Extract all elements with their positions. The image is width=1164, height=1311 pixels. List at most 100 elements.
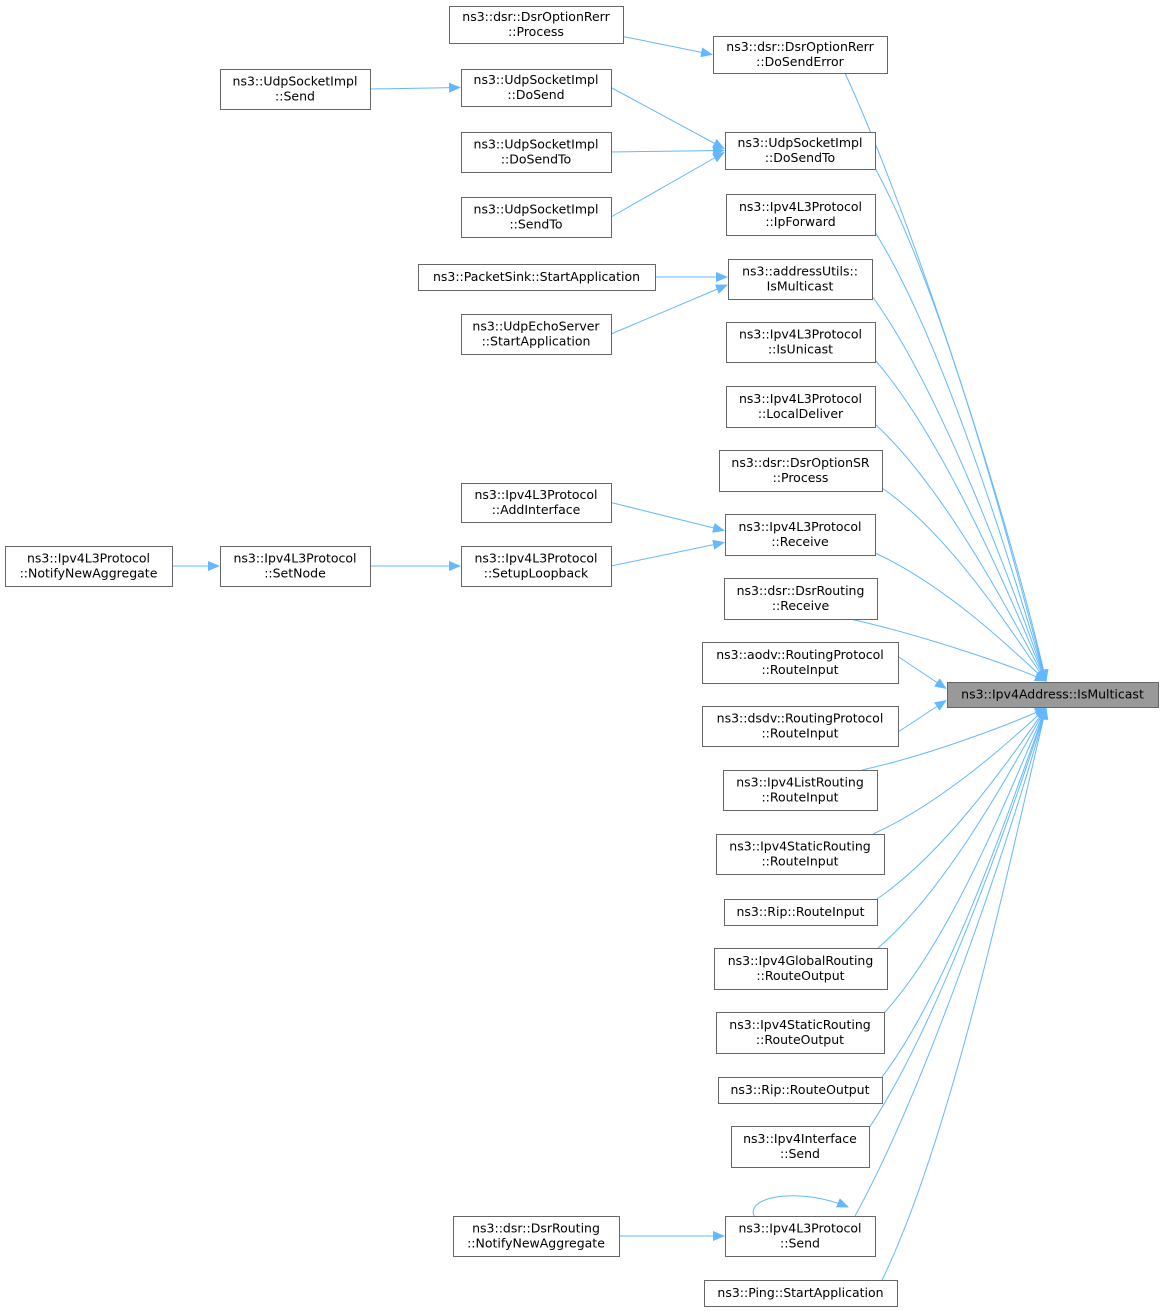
node-rerr-process[interactable]: ns3::dsr::DsrOptionRerr::Process — [449, 6, 624, 44]
node-label-line: ns3::Ipv4L3Protocol — [474, 487, 597, 502]
node-label-line: ns3::Ipv4StaticRouting — [729, 1017, 870, 1032]
node-box — [725, 514, 876, 556]
node-udpecho-start[interactable]: ns3::UdpEchoServer::StartApplication — [461, 314, 612, 355]
node-udp-dosendto2[interactable]: ns3::UdpSocketImpl::DoSendTo — [461, 132, 612, 173]
node-box — [5, 546, 173, 587]
edge-rip_routeoutput-to-target — [881, 707, 1047, 1078]
node-label-line: ::Process — [508, 24, 564, 39]
node-box — [702, 706, 899, 747]
node-label-line: ::StartApplication — [482, 334, 591, 349]
node-label-line: IsMulticast — [767, 279, 834, 294]
node-label-line: ns3::Ipv4Interface — [743, 1131, 857, 1146]
node-box — [453, 1216, 620, 1257]
node-label-line: ns3::dsdv::RoutingProtocol — [717, 711, 884, 726]
node-ipv4l3-setnode[interactable]: ns3::Ipv4L3Protocol::SetNode — [220, 546, 371, 587]
edge-dsrrouting_receive-to-target — [849, 618, 1047, 682]
node-rip-routeinput[interactable]: ns3::Rip::RouteInput — [724, 899, 878, 926]
node-box — [449, 6, 624, 44]
node-label-line: ns3::Ipv4StaticRouting — [729, 839, 870, 854]
node-ipv4l3-isunicast[interactable]: ns3::Ipv4L3Protocol::IsUnicast — [726, 322, 876, 363]
edge-ipv4l3_localdeliver-to-target — [874, 423, 1047, 682]
node-box — [725, 1216, 876, 1257]
edges-layer — [172, 36, 1049, 1281]
edge-staticrouting_routeoutput-to-target — [883, 707, 1047, 1014]
node-box — [461, 197, 612, 238]
node-ping-start[interactable]: ns3::Ping::StartApplication — [704, 1280, 898, 1307]
node-label-line: ns3::dsr::DsrOptionRerr — [462, 9, 610, 24]
node-listrouting-routeinput[interactable]: ns3::Ipv4ListRouting::RouteInput — [723, 770, 878, 811]
node-label-line: ns3::UdpSocketImpl — [738, 135, 863, 150]
edge-ipv4l3_setuploopback-to-ipv4l3_receive — [610, 539, 725, 567]
edge-udpecho_start-to-addrutils_ismulticast — [610, 284, 728, 335]
node-packetsink-start[interactable]: ns3::PacketSink::StartApplication — [418, 264, 656, 291]
node-addrutils-ismulticast[interactable]: ns3::addressUtils::IsMulticast — [728, 259, 873, 300]
node-label-line: ::LocalDeliver — [758, 406, 844, 421]
edge-aodv_routeinput-to-target — [897, 656, 947, 690]
node-aodv-routeinput[interactable]: ns3::aodv::RoutingProtocol::RouteInput — [702, 642, 899, 684]
node-staticrouting-routeoutput[interactable]: ns3::Ipv4StaticRouting::RouteOutput — [716, 1012, 885, 1054]
node-label-line: ::SendTo — [509, 217, 562, 232]
node-label-line: ::IsUnicast — [768, 342, 833, 357]
node-ipv4l3-send[interactable]: ns3::Ipv4L3Protocol::Send — [725, 1216, 876, 1257]
node-dsrsr-process[interactable]: ns3::dsr::DsrOptionSR::Process — [719, 450, 883, 492]
node-label-line: ::RouteInput — [761, 726, 838, 741]
node-box — [220, 69, 371, 110]
node-label-line: ns3::Ipv4L3Protocol — [739, 391, 862, 406]
node-label-line: ns3::Ipv4L3Protocol — [739, 199, 862, 214]
node-label-line: ns3::aodv::RoutingProtocol — [716, 647, 884, 662]
node-box — [704, 1280, 898, 1307]
node-box — [728, 259, 873, 300]
node-label-line: ::Send — [780, 1146, 820, 1161]
node-dsdv-routeinput[interactable]: ns3::dsdv::RoutingProtocol::RouteInput — [702, 706, 899, 747]
node-globalrouting-routeoutput[interactable]: ns3::Ipv4GlobalRouting::RouteOutput — [714, 948, 888, 990]
node-ipv4l3-addinterface[interactable]: ns3::Ipv4L3Protocol::AddInterface — [461, 483, 612, 523]
node-box — [461, 69, 612, 107]
node-label-line: ::Receive — [772, 598, 830, 613]
node-label-line: ::RouteOutput — [756, 1032, 844, 1047]
node-label-line: ::RouteOutput — [756, 968, 844, 983]
node-label-line: ns3::Ipv4L3Protocol — [474, 551, 597, 566]
node-ipv4l3-localdeliver[interactable]: ns3::Ipv4L3Protocol::LocalDeliver — [726, 386, 876, 428]
node-dsrrouting-notifynewagg[interactable]: ns3::dsr::DsrRouting::NotifyNewAggregate — [453, 1216, 620, 1257]
edge-globalrouting_routeoutput-to-target — [877, 707, 1047, 949]
nodes-layer: ns3::Ipv4Address::IsMulticastns3::dsr::D… — [5, 6, 1159, 1307]
node-ipv4l3-notifynewagg[interactable]: ns3::Ipv4L3Protocol::NotifyNewAggregate — [5, 546, 173, 587]
node-staticrouting-routeinput[interactable]: ns3::Ipv4StaticRouting::RouteInput — [716, 834, 885, 875]
node-label-line: ::AddInterface — [492, 502, 581, 517]
node-udp-dosendto[interactable]: ns3::UdpSocketImpl::DoSendTo — [725, 132, 876, 170]
edge-dsdv_routeinput-to-target — [897, 699, 947, 733]
node-label-line: ns3::UdpSocketImpl — [474, 202, 599, 217]
node-label-line: ::Receive — [771, 534, 829, 549]
node-box — [418, 264, 656, 291]
node-udp-send[interactable]: ns3::UdpSocketImpl::Send — [220, 69, 371, 110]
edge-ipv4l3_send-to-target — [854, 707, 1048, 1217]
node-box — [718, 1077, 883, 1104]
node-box — [724, 578, 878, 620]
node-label-line: ::RouteInput — [761, 790, 838, 805]
edge-ipv4l3_send-self-loop — [752, 1195, 849, 1217]
node-label-line: ::Process — [773, 470, 829, 485]
node-dsrrouting-receive[interactable]: ns3::dsr::DsrRouting::Receive — [724, 578, 878, 620]
node-label-line: ns3::UdpEchoServer — [472, 319, 600, 334]
node-target[interactable]: ns3::Ipv4Address::IsMulticast — [947, 682, 1159, 708]
node-udp-dosend[interactable]: ns3::UdpSocketImpl::DoSend — [461, 69, 612, 107]
node-ipv4l3-receive[interactable]: ns3::Ipv4L3Protocol::Receive — [725, 514, 876, 556]
node-label-line: ns3::PacketSink::StartApplication — [433, 269, 640, 284]
node-box — [716, 1012, 885, 1054]
node-label-line: ns3::Ping::StartApplication — [717, 1285, 883, 1300]
node-ipv4l3-ipforward[interactable]: ns3::Ipv4L3Protocol::IpForward — [726, 194, 876, 236]
edge-ipv4l3_isunicast-to-target — [874, 359, 1047, 682]
node-label-line: ns3::dsr::DsrRouting — [737, 583, 865, 598]
edge-udp_dosendto2-to-udp_dosendto — [610, 145, 725, 156]
node-label-line: ns3::addressUtils:: — [742, 264, 858, 279]
node-udp-sendto[interactable]: ns3::UdpSocketImpl::SendTo — [461, 197, 612, 238]
edge-ping_start-to-target — [881, 707, 1049, 1281]
node-rip-routeoutput[interactable]: ns3::Rip::RouteOutput — [718, 1077, 883, 1104]
node-ipv4interface-send[interactable]: ns3::Ipv4Interface::Send — [731, 1126, 870, 1168]
node-label-line: ::SetNode — [264, 566, 326, 581]
edge-ipv4l3_ipforward-to-target — [874, 231, 1048, 682]
node-rerr-dosenderror[interactable]: ns3::dsr::DsrOptionRerr::DoSendError — [713, 36, 888, 74]
node-ipv4l3-setuploopback[interactable]: ns3::Ipv4L3Protocol::SetupLoopback — [461, 546, 612, 587]
node-label-line: ns3::Ipv4L3Protocol — [233, 551, 356, 566]
